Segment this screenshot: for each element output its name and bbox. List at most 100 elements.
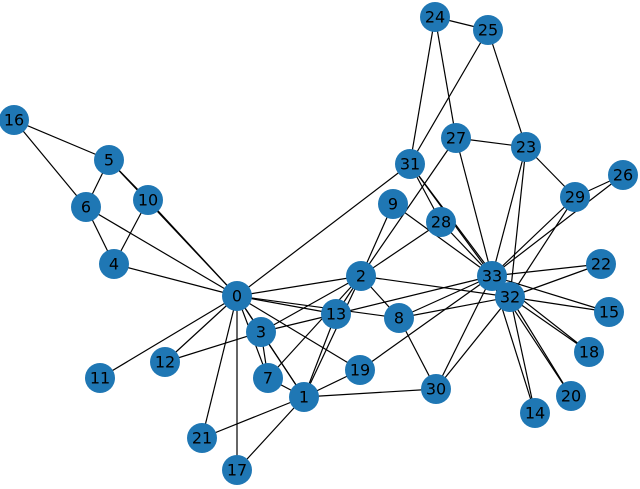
edge-23-33 xyxy=(491,146,527,277)
edge-29-32 xyxy=(509,196,576,298)
node-19: 19 xyxy=(345,355,375,385)
edge-0-11 xyxy=(99,295,238,379)
edge-1-21 xyxy=(201,396,305,439)
edge-0-6 xyxy=(85,206,238,297)
node-circle xyxy=(441,123,471,153)
node-31: 31 xyxy=(395,149,425,179)
node-circle xyxy=(246,317,276,347)
edge-26-33 xyxy=(491,174,624,277)
node-circle xyxy=(520,398,550,428)
node-label: 18 xyxy=(579,343,599,362)
node-circle xyxy=(420,2,450,32)
node-circle xyxy=(421,374,451,404)
node-label: 8 xyxy=(394,309,404,328)
node-23: 23 xyxy=(511,132,541,162)
node-30: 30 xyxy=(421,374,451,404)
node-circle xyxy=(71,192,101,222)
edge-15-32 xyxy=(509,296,610,313)
node-8: 8 xyxy=(384,303,414,333)
edge-0-12 xyxy=(164,295,238,363)
node-16: 16 xyxy=(0,105,29,135)
node-27: 27 xyxy=(441,123,471,153)
edge-1-30 xyxy=(303,388,437,398)
node-4: 4 xyxy=(99,249,129,279)
node-circle xyxy=(187,423,217,453)
node-29: 29 xyxy=(560,182,590,212)
edge-1-2 xyxy=(303,275,362,398)
edge-0-21 xyxy=(201,295,238,439)
edge-2-28 xyxy=(360,221,442,277)
edge-25-31 xyxy=(409,29,489,165)
edge-0-13 xyxy=(236,295,337,315)
edge-30-33 xyxy=(435,275,493,390)
node-0: 0 xyxy=(222,281,252,311)
node-circle xyxy=(150,347,180,377)
node-circle xyxy=(560,182,590,212)
node-13: 13 xyxy=(321,299,351,329)
edge-18-32 xyxy=(509,296,590,353)
node-label: 14 xyxy=(525,404,545,423)
node-label: 23 xyxy=(516,138,536,157)
node-circle xyxy=(495,282,525,312)
node-label: 7 xyxy=(263,369,273,388)
node-15: 15 xyxy=(594,297,624,327)
node-label: 20 xyxy=(561,387,581,406)
node-label: 25 xyxy=(478,21,498,40)
node-6: 6 xyxy=(71,192,101,222)
edge-0-4 xyxy=(113,263,238,297)
node-33: 33 xyxy=(477,261,507,291)
edge-0-2 xyxy=(236,275,362,297)
edge-2-27 xyxy=(360,137,457,277)
node-label: 15 xyxy=(599,303,619,322)
node-label: 19 xyxy=(350,361,370,380)
node-circle xyxy=(289,382,319,412)
node-circle xyxy=(426,207,456,237)
node-label: 22 xyxy=(591,255,611,274)
node-label: 33 xyxy=(482,267,502,286)
node-label: 31 xyxy=(400,155,420,174)
node-22: 22 xyxy=(586,249,616,279)
edge-23-25 xyxy=(487,29,527,148)
node-7: 7 xyxy=(253,363,283,393)
edge-14-32 xyxy=(509,296,536,414)
node-label: 26 xyxy=(613,166,633,185)
edge-6-16 xyxy=(13,119,87,208)
node-circle xyxy=(556,381,586,411)
edge-0-8 xyxy=(236,295,400,319)
node-label: 32 xyxy=(500,288,520,307)
node-circle xyxy=(346,261,376,291)
edge-24-31 xyxy=(409,16,436,165)
node-17: 17 xyxy=(222,455,252,485)
edge-24-27 xyxy=(434,16,457,139)
node-label: 24 xyxy=(425,8,445,27)
node-14: 14 xyxy=(520,398,550,428)
node-11: 11 xyxy=(85,363,115,393)
edge-23-32 xyxy=(509,146,527,298)
node-20: 20 xyxy=(556,381,586,411)
node-label: 9 xyxy=(388,195,398,214)
node-circle xyxy=(511,132,541,162)
node-circle xyxy=(378,189,408,219)
edge-2-3 xyxy=(260,275,362,333)
node-25: 25 xyxy=(473,15,503,45)
node-label: 12 xyxy=(155,353,175,372)
node-circle xyxy=(253,363,283,393)
edge-1-17 xyxy=(236,396,305,471)
edge-5-16 xyxy=(13,119,110,161)
node-10: 10 xyxy=(133,185,163,215)
node-circle xyxy=(222,281,252,311)
node-circle xyxy=(608,160,638,190)
node-label: 2 xyxy=(356,267,366,286)
node-label: 27 xyxy=(446,129,466,148)
node-label: 21 xyxy=(192,429,212,448)
edge-13-33 xyxy=(335,275,493,315)
edge-22-33 xyxy=(491,263,602,277)
node-circle xyxy=(594,297,624,327)
node-28: 28 xyxy=(426,207,456,237)
node-circle xyxy=(222,455,252,485)
edge-8-32 xyxy=(398,296,511,319)
edge-19-33 xyxy=(359,275,493,371)
node-12: 12 xyxy=(150,347,180,377)
